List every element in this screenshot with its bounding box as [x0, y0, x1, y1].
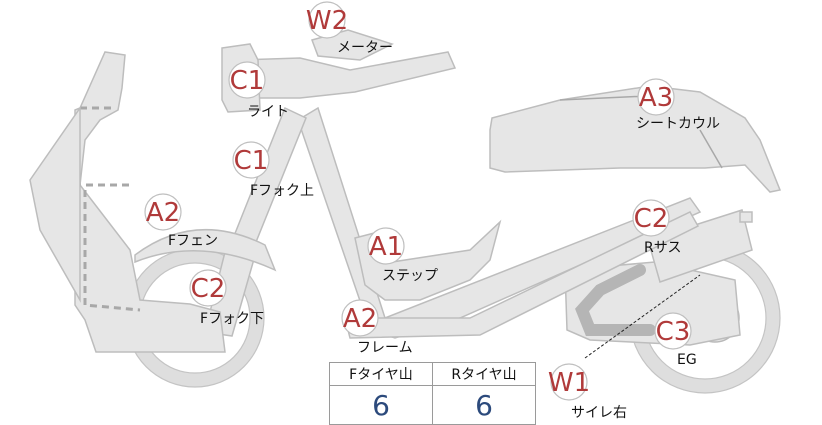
- callout-w2: W2 メーター: [306, 1, 393, 56]
- callout-label-light: ライト: [247, 104, 289, 120]
- seat-line: [559, 95, 723, 169]
- callout-c1-light: C1 ライト: [228, 61, 289, 120]
- callout-a2-fender: A2 Fフェン: [144, 193, 218, 249]
- callout-label-step: ステップ: [382, 268, 438, 284]
- svg-text:A2: A2: [343, 304, 377, 334]
- svg-text:A3: A3: [639, 83, 673, 113]
- legshield-left: [29, 105, 81, 303]
- tire-tread-table: Fタイヤ山 Rタイヤ山 6 6: [329, 362, 536, 425]
- front-tire-tread-header: Fタイヤ山: [329, 362, 433, 386]
- tread-header-row: Fタイヤ山 Rタイヤ山: [329, 362, 536, 386]
- muffler-leader-line: [584, 274, 701, 359]
- rear-tire-tread-header: Rタイヤ山: [432, 362, 536, 386]
- callout-label-rear-shock: Rサス: [644, 240, 681, 256]
- svg-text:W1: W1: [548, 368, 590, 398]
- svg-text:C2: C2: [634, 204, 669, 234]
- front-fender: [134, 228, 277, 272]
- callout-w1-muffler: W1 サイレ右: [548, 363, 627, 421]
- callout-a3-seat-cowl: A3 シートカウル: [636, 78, 720, 132]
- front-fork: [228, 106, 307, 253]
- svg-text:C1: C1: [230, 66, 265, 96]
- lower-frame: [344, 211, 700, 339]
- svg-text:C2: C2: [191, 274, 226, 304]
- callout-a1-step: A1 ステップ: [367, 227, 438, 284]
- engine-belt: [575, 264, 656, 336]
- svg-text:A2: A2: [146, 198, 180, 228]
- callout-label-frame: フレーム: [357, 340, 413, 356]
- svg-text:C1: C1: [234, 146, 269, 176]
- callout-a2-frame: A2 フレーム: [341, 299, 413, 356]
- front-tire-tread-value: 6: [329, 385, 433, 425]
- callout-c2-fork-lower: C2 Fフォク下: [189, 269, 264, 327]
- callout-c3-engine: C3 EG: [654, 312, 697, 368]
- seat-cowl: [489, 85, 782, 193]
- callout-label-engine: EG: [677, 352, 697, 368]
- callout-label-fender: Fフェン: [168, 233, 218, 249]
- callout-c2-rear-shock: C2 Rサス: [632, 199, 681, 256]
- callout-label-fork-upper: Fフォク上: [250, 183, 314, 199]
- rear-shock: [647, 209, 753, 283]
- svg-text:A1: A1: [369, 232, 403, 262]
- front-body: [74, 51, 226, 353]
- callout-label-meter: メーター: [337, 40, 393, 56]
- svg-text:C3: C3: [656, 317, 691, 347]
- callout-label-seat-cowl: シートカウル: [636, 116, 720, 132]
- body-dash-down: [83, 190, 141, 312]
- svg-text:W2: W2: [306, 6, 348, 36]
- callout-label-muffler: サイレ右: [571, 405, 627, 421]
- rear-tire-tread-value: 6: [432, 385, 536, 425]
- tread-value-row: 6 6: [329, 385, 536, 425]
- callout-c1-fork-upper: C1 Fフォク上: [232, 141, 314, 199]
- handlebar: [239, 51, 457, 99]
- callout-label-fork-lower: Fフォク下: [200, 311, 264, 327]
- shock-mount: [739, 211, 753, 223]
